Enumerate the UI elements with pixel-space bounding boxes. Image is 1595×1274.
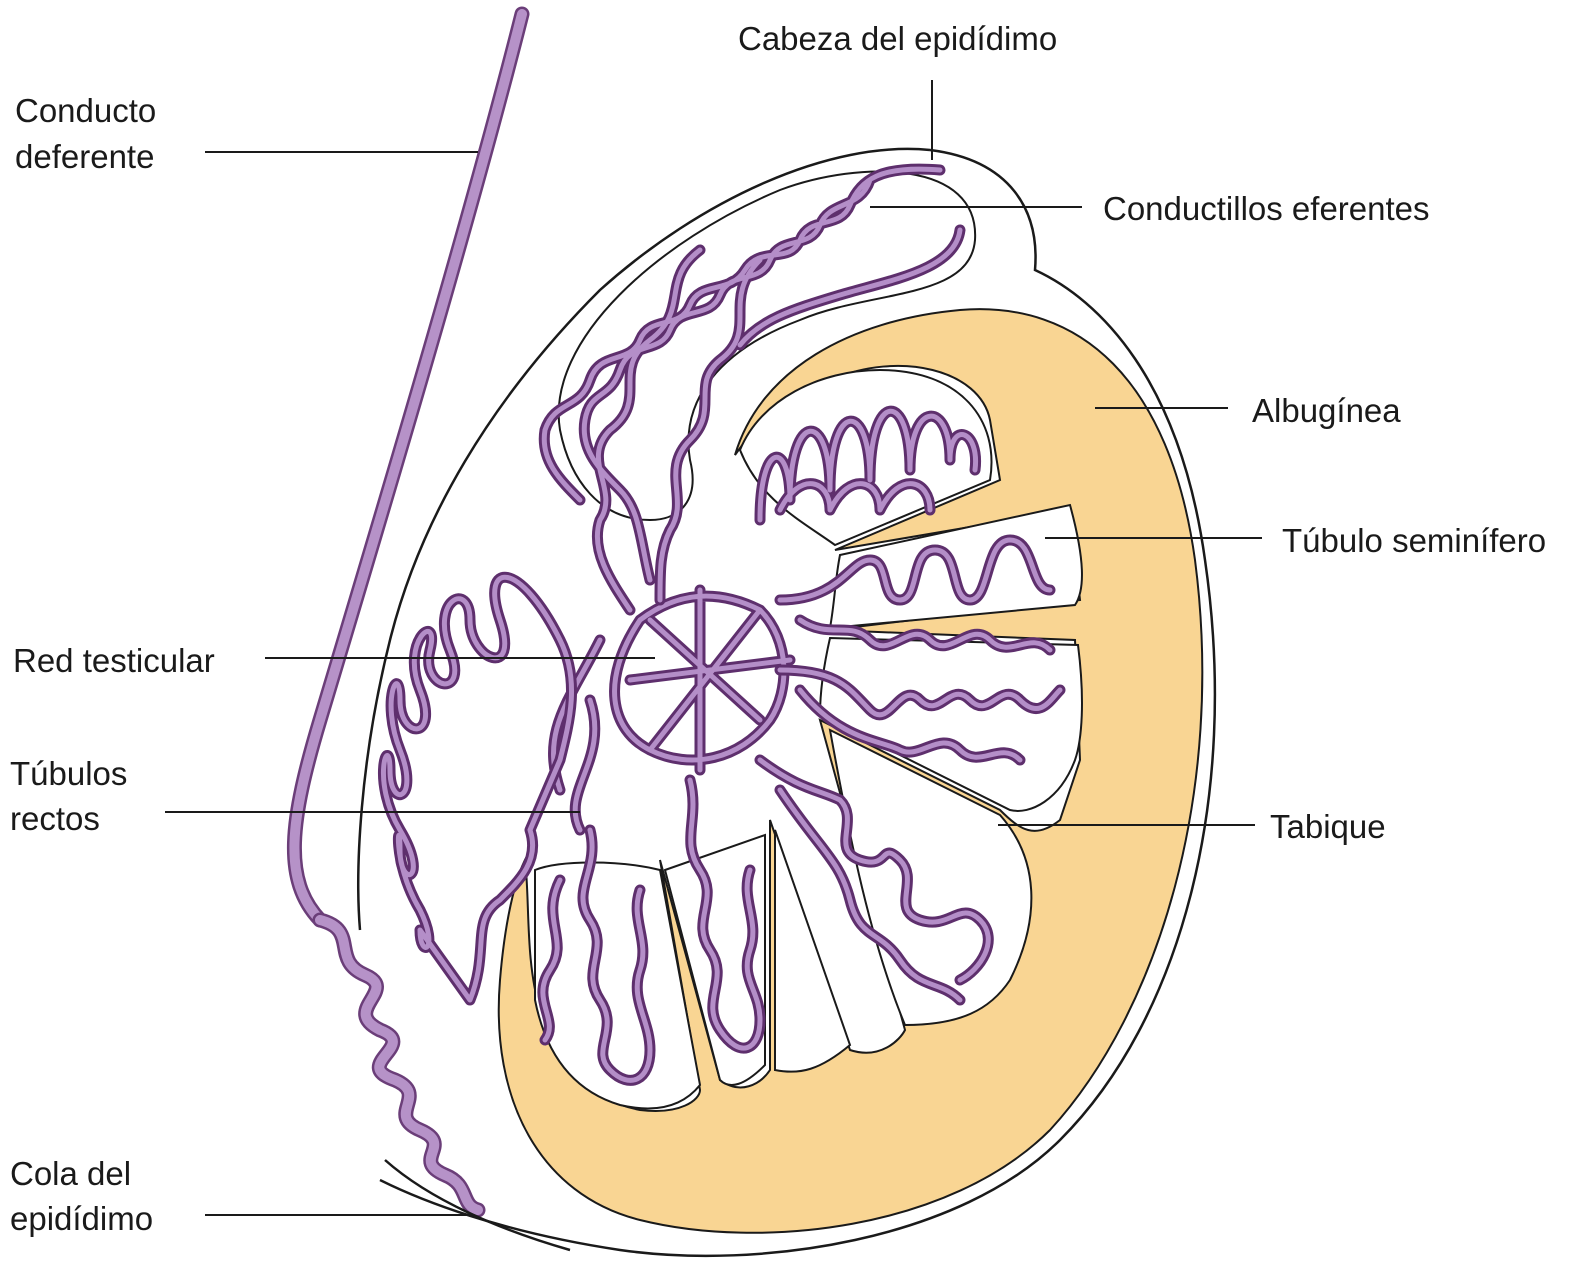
label-red-testicular: Red testicular xyxy=(13,642,215,679)
label-tubulos-rectos-line2: rectos xyxy=(10,800,100,837)
label-conductillos-eferentes: Conductillos eferentes xyxy=(1103,190,1430,227)
label-cola-epididimo-line2: epidídimo xyxy=(10,1200,153,1237)
label-tabique: Tabique xyxy=(1270,808,1386,845)
label-tubulos-rectos-line1: Túbulos xyxy=(10,755,127,792)
rete-testis xyxy=(554,590,790,830)
label-cabeza-epididimo: Cabeza del epidídimo xyxy=(738,20,1057,57)
label-albuginea: Albugínea xyxy=(1252,392,1401,429)
label-tubulo-seminifero: Túbulo seminífero xyxy=(1282,522,1546,559)
label-cola-epididimo-line1: Cola del xyxy=(10,1155,131,1192)
epididymis-tail-duct xyxy=(320,920,478,1210)
label-conducto-deferente-line2: deferente xyxy=(15,138,154,175)
label-conducto-deferente-line1: Conducto xyxy=(15,92,156,129)
